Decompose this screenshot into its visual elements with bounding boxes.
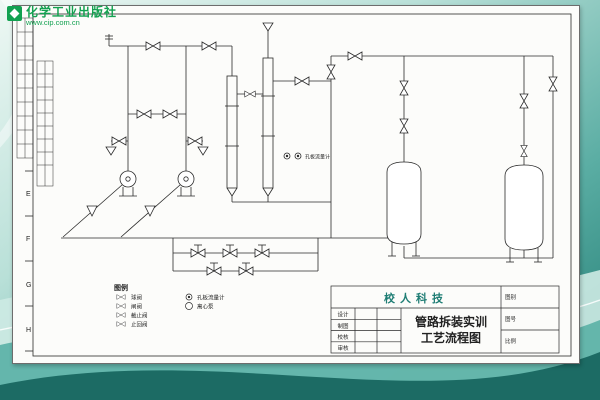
process-flow-diagram: E F G H [16,13,572,357]
publisher-logo-icon [7,6,22,21]
publisher-site: www.cip.com.cn [26,17,80,27]
drawing-title-line1: 管路拆装实训 [415,314,487,329]
title-block: 校人科技 管路拆装实训 工艺流程图 设计 制图 校核 审核 图别 图号 比例 [330,285,560,354]
pump-hub [125,176,131,182]
valve-icon [347,51,363,61]
valve-icon [162,109,178,119]
right-row-label: 比例 [505,337,517,345]
sign-row-label: 审核 [337,344,349,352]
valve-icon [111,136,127,146]
sign-row-label: 校核 [337,333,349,341]
valve-icon [520,145,528,157]
valve-icon [136,109,152,119]
legend: 图例 球阀 闸阀 截止阀 止回阀 孔板流量计 离心泵 [114,283,225,329]
publisher-name: 化学工业出版社 [26,5,118,19]
valve-icon [116,321,126,327]
valve-icon [116,294,126,300]
legend-title: 图例 [114,283,128,292]
valve-icon [399,80,409,96]
tank-icon [504,164,544,251]
drawing-frame [25,13,572,357]
orifice-dot [187,295,191,299]
column-icon [262,57,274,189]
valve-icon [238,262,254,276]
valve-icon [116,312,126,318]
valve-icon [187,136,203,146]
valve-icon [399,118,409,134]
piping-network [61,34,558,276]
sign-row-label: 制图 [337,322,349,330]
margin-signoff-strip [16,17,34,159]
valve-icon [190,244,206,258]
orifice-flowmeters: 孔板流量计 [283,152,330,161]
revision-table [36,60,54,187]
drawing-sheet: E F G H [12,5,580,364]
orifice-icon [283,152,291,160]
pump-icon [185,302,193,310]
decor-band-dark [0,352,600,400]
legend-item-label: 球阀 [131,294,142,302]
legend-item-label: 截止阀 [131,312,148,320]
zone-letters: E F G H [26,191,31,334]
orifice-icon [294,152,302,160]
orifice-icon [185,293,193,301]
valve-icon [116,303,126,309]
drain-funnel-icon [197,146,209,156]
valve-icon [519,93,529,109]
valve-icon [201,41,217,51]
legend-item-label: 孔板流量计 [197,294,225,302]
pump-icon [119,170,137,188]
company-name: 校人科技 [384,291,448,305]
valve-icon [548,76,558,92]
tank-icon [386,161,422,245]
right-row-label: 图号 [505,315,517,323]
orifice-dot [296,154,300,158]
valve-icon [145,41,161,51]
zone-letter: H [26,327,31,334]
valve-icon [326,64,336,80]
legend-item-label: 离心泵 [197,303,214,311]
valve-icon [254,244,270,258]
feed-funnel-icon [262,22,274,32]
valve-icon [244,90,256,98]
orifice-label: 孔板流量计 [305,154,330,161]
pump-hub [183,176,189,182]
valve-icon [294,76,310,86]
publisher-watermark: 化学工业出版社 www.cip.com.cn [7,6,117,26]
pump-icon [177,170,195,188]
right-row-label: 图别 [505,293,516,301]
legend-item-label: 止回阀 [131,321,148,329]
valve-icon [222,244,238,258]
centrifugal-pumps [119,170,195,197]
legend-item-label: 闸阀 [131,303,142,311]
drain-funnel-icon [105,146,117,156]
zone-letter: E [26,191,31,198]
sign-row-label: 设计 [337,311,349,319]
storage-tanks [386,161,544,263]
zone-letter: G [26,282,31,289]
valve-icon [206,262,222,276]
orifice-dot [285,154,289,158]
drawing-title-line2: 工艺流程图 [421,330,481,345]
zone-letter: F [26,236,30,243]
glass-columns [225,22,275,189]
column-icon [226,75,238,189]
